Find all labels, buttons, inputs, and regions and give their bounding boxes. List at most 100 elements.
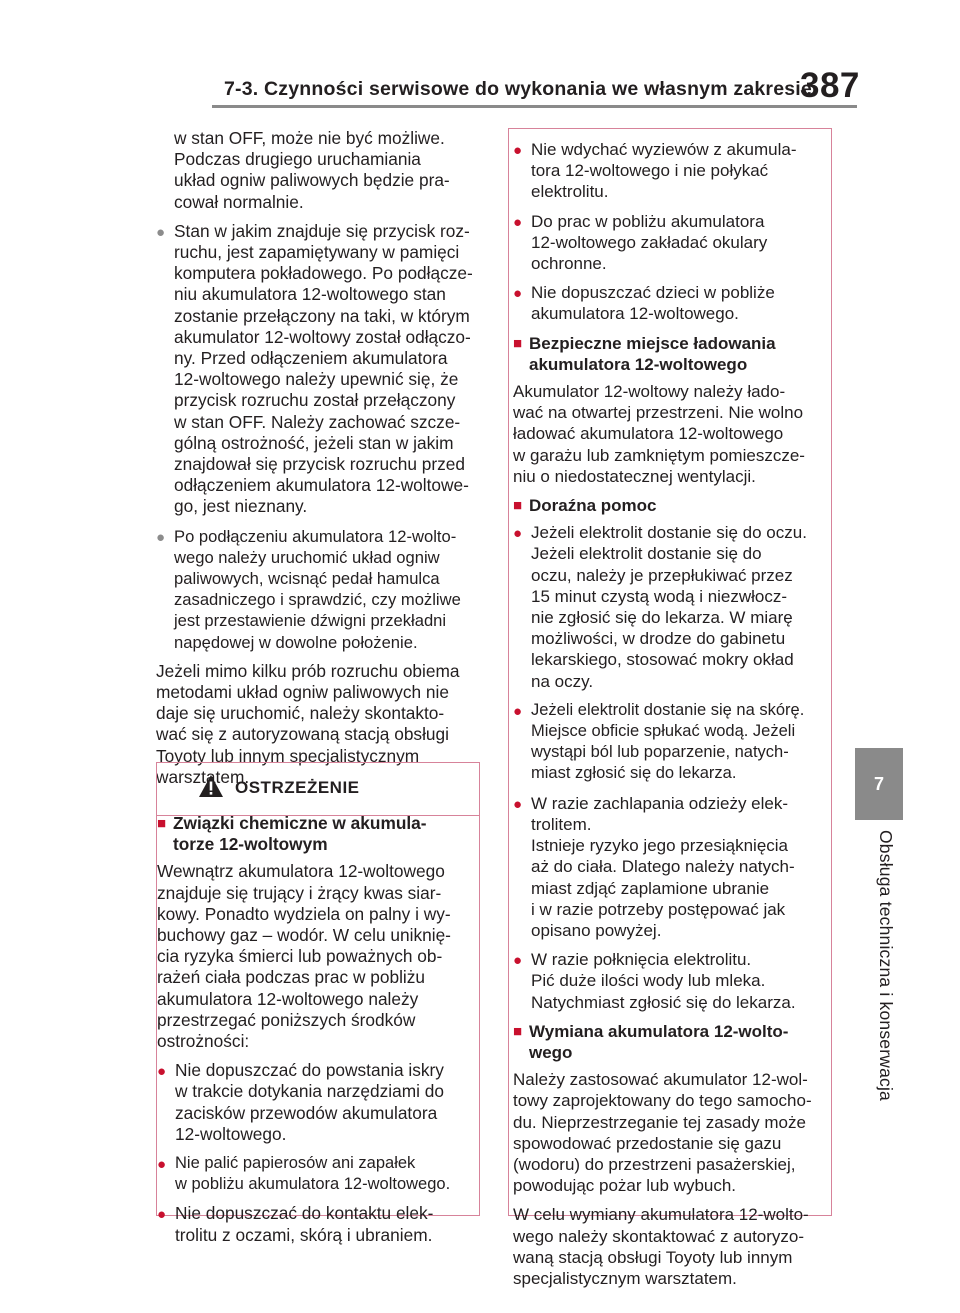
square-marker-icon: ■ — [513, 497, 523, 515]
list-item-text: W razie zachlapania odzieży elek-trolite… — [531, 793, 831, 941]
list-item-text: Nie wdychać wyziewów z akumula-tora 12-w… — [531, 139, 831, 203]
warning-box: OSTRZEŻENIE ■ Związki chemiczne w akumul… — [156, 762, 480, 1245]
text-line: przycisk rozruchu został przełączony — [174, 390, 456, 411]
list-item-text: Po podłączeniu akumulatora 12-wolto-wego… — [174, 526, 486, 653]
text-line: Pić duże ilości wody lub mleka. — [531, 971, 766, 991]
bullet-icon: ● — [157, 1206, 167, 1224]
text-line: Do prac w pobliżu akumulatora — [531, 211, 765, 231]
text-line: w pobliżu akumulatora 12-woltowego. — [175, 1175, 451, 1194]
text-line: Podczas drugiego uruchamiania — [174, 149, 421, 170]
list-item: ● Stan w jakim znajduje się przycisk roz… — [156, 221, 486, 518]
text-line: znajduje się trujący i żrący kwas siar- — [157, 882, 442, 903]
text-line: znajdował się przycisk rozruchu przed — [174, 454, 466, 475]
page-number: 387 — [800, 66, 860, 105]
text-line: trolitu z oczami, skórą i ubraniem. — [175, 1224, 433, 1245]
text-line: lekarskiego, stosować mokry okład — [531, 650, 794, 670]
text-line: Nie dopuszczać do powstania iskry — [175, 1060, 444, 1081]
warning-header: OSTRZEŻENIE — [157, 763, 479, 816]
text-line: jest przestawienie dźwigni przekładni — [174, 611, 447, 631]
text-line: oczu, należy je przepłukiwać przez — [531, 565, 793, 585]
text-line: rażeń ciała podczas prac w pobliżu — [157, 967, 426, 988]
text-line: niu o niedostatecznej wentylacji. — [513, 466, 756, 486]
text-line: warsztatem. — [156, 766, 250, 787]
list-item-text: Stan w jakim znajduje się przycisk roz-r… — [174, 221, 486, 518]
list-item-text: Jeżeli elektrolit dostanie się na skórę.… — [531, 700, 831, 785]
text-line: wego należy skontaktować z autoryzo- — [513, 1226, 805, 1246]
bullet-icon: ● — [513, 702, 523, 720]
text-line: Miejsce obficie spłukać wodą. Jeżeli — [531, 722, 796, 741]
text-line: ładować akumulatora 12-woltowego — [513, 424, 784, 444]
list-item: ●Nie wdychać wyziewów z akumula-tora 12-… — [513, 139, 831, 203]
text-line: Po podłączeniu akumulatora 12-wolto- — [174, 526, 457, 546]
text-line: zostanie przełączony na taki, w którym — [174, 305, 470, 326]
bullet-icon: ● — [513, 285, 523, 303]
text-line: zacisków przewodów akumulatora — [175, 1102, 438, 1123]
list-item: ● Jeżeli elektrolit dostanie się na skórę… — [513, 700, 831, 785]
warning-triangle-icon — [199, 775, 223, 797]
text-line: metodami układ ogniw paliwowych nie — [156, 682, 449, 703]
paragraph: W celu wymiany akumulatora 12-wolto-wego… — [513, 1204, 831, 1289]
text-line: miast zdjąć zaplamione ubranie — [531, 878, 770, 898]
text-line: opisano powyżej. — [531, 920, 662, 940]
text-line: aż do ciała. Dlatego należy natych- — [531, 857, 795, 877]
text-line: miast zgłosić się do lekarza. — [531, 764, 737, 783]
bullet-icon: ● — [157, 1156, 167, 1174]
text-line: Jeżeli elektrolit dostanie się na skórę. — [531, 700, 805, 719]
list-item-text: Jeżeli elektrolit dostanie się do oczu.J… — [531, 522, 831, 692]
paragraph: Należy zastosować akumulator 12-wol-towy… — [513, 1069, 831, 1196]
text-line: cował normalnie. — [174, 191, 304, 212]
text-line: Należy zastosować akumulator 12-wol- — [513, 1070, 808, 1090]
text-line: W razie zachlapania odzieży elek- — [531, 793, 789, 813]
square-marker-icon: ■ — [513, 334, 523, 352]
text-line: spowodować przedostanie się gazu — [513, 1133, 782, 1153]
text-line: wać na otwartej przestrzeni. Nie wolno — [513, 403, 804, 423]
text-line: trolitem. — [531, 814, 592, 834]
text-line: du. Nieprzestrzeganie tej zasady może — [513, 1112, 806, 1132]
text-line: Nie dopuszczać dzieci w pobliże — [531, 283, 775, 303]
list-item: ●W razie połknięcia elektrolitu.Pić duże… — [513, 949, 831, 1013]
text-line: Bezpieczne miejsce ładowania — [529, 333, 776, 353]
text-line: 15 minut czystą wodą i niezwłocz- — [531, 586, 788, 606]
list-item: ●Jeżeli elektrolit dostanie się do oczu.… — [513, 522, 831, 692]
text-line: powodując pożar lub wybuch. — [513, 1176, 737, 1196]
text-line: akumulatora 12-woltowego należy — [157, 988, 419, 1009]
section-heading: ■ Doraźna pomoc — [513, 495, 831, 516]
text-line: wego należy uruchomić układ ogniw — [174, 547, 440, 567]
paragraph: w stan OFF, może nie być możliwe.Podczas… — [156, 128, 486, 213]
text-line: Jeżeli mimo kilku prób rozruchu obiema — [156, 660, 460, 681]
heading-text: Doraźna pomoc — [529, 495, 831, 516]
text-line: Wymiana akumulatora 12-wolto- — [529, 1021, 789, 1041]
text-line: w stan OFF. Należy zachować szcze- — [174, 411, 461, 432]
list-item: ●W razie zachlapania odzieży elek-trolit… — [513, 793, 831, 941]
text-line: elektrolitu. — [531, 182, 609, 202]
text-line: na oczy. — [531, 671, 594, 691]
text-line: (wodoru) do przestrzeni pasażerskiej, — [513, 1154, 796, 1174]
text-line: Doraźna pomoc — [529, 496, 657, 516]
bullet-icon: ● — [513, 952, 523, 970]
text-line: ny. Przed odłączeniem akumulatora — [174, 348, 448, 369]
text-line: 12-woltowego. — [175, 1123, 287, 1144]
bullet-icon: ● — [513, 213, 523, 231]
square-marker-icon: ■ — [157, 815, 167, 832]
text-line: ostrożności: — [157, 1031, 250, 1052]
text-line: waną stacją obsługi Toyoty lub innym — [513, 1247, 793, 1267]
section-heading: ■Wymiana akumulatora 12-wolto-wego — [513, 1021, 831, 1063]
text-line: komputera pokładowego. Po podłącze- — [174, 263, 473, 284]
text-line: paliwowych, wcisnąć pedał hamulca — [174, 569, 440, 589]
text-line: odłączeniem akumulatora 12-woltowe- — [174, 475, 469, 496]
heading-text: Wymiana akumulatora 12-wolto-wego — [529, 1021, 831, 1063]
bullet-icon: ● — [157, 1063, 167, 1081]
text-line: niu akumulatora 12-woltowego stan — [174, 284, 446, 305]
left-column: w stan OFF, może nie być możliwe.Podczas… — [156, 128, 486, 796]
text-line: akumulatora 12-woltowego — [529, 354, 748, 374]
text-line: akumulator 12-woltowy został odłączo- — [174, 326, 471, 347]
bullet-icon: ● — [156, 528, 166, 546]
text-line: w stan OFF, może nie być możliwe. — [174, 128, 445, 148]
